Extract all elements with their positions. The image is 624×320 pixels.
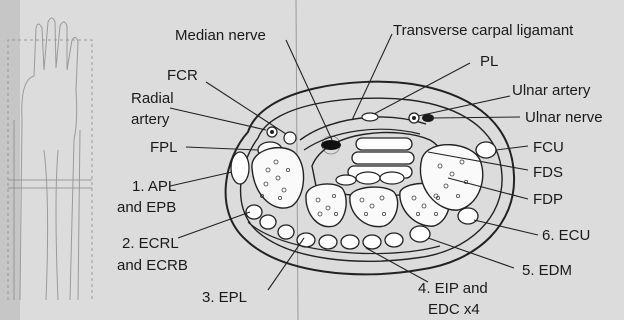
label-pl: PL <box>480 53 498 70</box>
fds-oval-1 <box>356 172 380 184</box>
label-apl-epb-line2: and EPB <box>117 199 176 216</box>
median-nerve-shape <box>321 140 341 150</box>
label-ulnar-nerve: Ulnar nerve <box>525 109 603 126</box>
label-fdp: FDP <box>533 191 563 208</box>
label-radial-artery-line1: Radial <box>131 90 174 107</box>
edm-tendon <box>410 226 430 242</box>
apl-epb-compartment <box>231 152 249 184</box>
edc-tendon-1 <box>319 235 337 249</box>
label-ecrl-ecrb-line1: 2. ECRL <box>122 235 179 252</box>
fds-oval-3 <box>336 175 356 185</box>
label-epl: 3. EPL <box>202 289 247 306</box>
ecu-tendon <box>458 208 478 224</box>
fds-tendon-1 <box>356 138 412 150</box>
label-radial-artery-line2: artery <box>131 111 170 128</box>
label-ulnar-artery: Ulnar artery <box>512 82 591 99</box>
edc-tendon-3 <box>363 235 381 249</box>
left-shadow <box>0 0 20 320</box>
label-fpl: FPL <box>150 139 178 156</box>
label-ecrl-ecrb-line2: and ECRB <box>117 257 188 274</box>
label-median-nerve: Median nerve <box>175 27 266 44</box>
pl-tendon <box>362 113 378 121</box>
fds-tendon-2 <box>352 152 414 164</box>
edc-tendon-2 <box>341 235 359 249</box>
fcu-tendon <box>476 142 496 158</box>
label-eip-edc-line2: EDC x4 <box>428 301 480 318</box>
fds-oval-2 <box>380 172 404 184</box>
ulnar-artery-lumen <box>412 116 416 120</box>
label-transverse-carpal-ligament: Transverse carpal ligamant <box>393 22 574 39</box>
epl-tendon <box>278 225 294 239</box>
label-eip-edc-line1: 4. EIP and <box>418 280 488 297</box>
label-edm: 5. EDM <box>522 262 572 279</box>
label-fcu: FCU <box>533 139 564 156</box>
label-fcr: FCR <box>167 67 198 84</box>
label-fds: FDS <box>533 164 563 181</box>
ecrb-tendon <box>260 215 276 229</box>
edc-tendon-4 <box>385 233 403 247</box>
label-ecu: 6. ECU <box>542 227 590 244</box>
radial-artery-lumen <box>270 130 274 134</box>
label-apl-epb-line1: 1. APL <box>132 178 176 195</box>
